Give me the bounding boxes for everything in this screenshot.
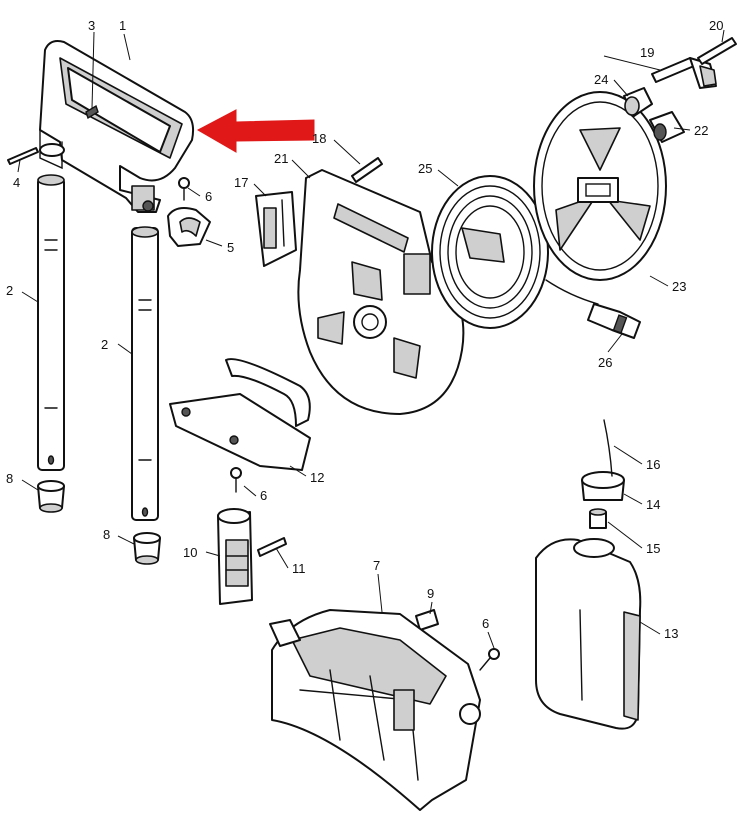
highlight-arrow bbox=[196, 109, 315, 153]
part-handle[interactable] bbox=[39, 40, 195, 213]
callout-11: 11 bbox=[292, 561, 306, 576]
callout-8-right: 8 bbox=[103, 527, 110, 542]
part-valve-15[interactable] bbox=[589, 508, 607, 529]
callout-2-left: 2 bbox=[6, 283, 13, 298]
part-tray-12[interactable] bbox=[169, 358, 311, 471]
part-reel-drum-23[interactable] bbox=[533, 91, 667, 281]
callout-6-middle: 6 bbox=[260, 488, 267, 503]
part-tube-right[interactable] bbox=[131, 226, 159, 521]
part-cap-14[interactable] bbox=[581, 471, 625, 501]
callout-12: 12 bbox=[310, 470, 324, 485]
callout-17: 17 bbox=[234, 175, 248, 190]
part-cap-right[interactable] bbox=[133, 532, 161, 565]
callout-3: 3 bbox=[88, 18, 95, 33]
callout-15: 15 bbox=[646, 541, 660, 556]
callout-22: 22 bbox=[694, 123, 708, 138]
callout-18: 18 bbox=[312, 131, 326, 146]
part-screw-6a[interactable] bbox=[178, 177, 190, 201]
part-screw-6b[interactable] bbox=[230, 467, 242, 493]
part-holder-10[interactable] bbox=[217, 508, 253, 605]
part-screw-11[interactable] bbox=[257, 537, 287, 557]
part-tank-13[interactable] bbox=[535, 538, 642, 730]
callout-9: 9 bbox=[427, 586, 434, 601]
part-crank-19[interactable] bbox=[651, 57, 717, 89]
callout-20: 20 bbox=[709, 18, 723, 33]
callout-25: 25 bbox=[418, 161, 432, 176]
callout-16: 16 bbox=[646, 457, 660, 472]
callout-1: 1 bbox=[119, 18, 126, 33]
callout-14: 14 bbox=[646, 497, 660, 512]
part-bracket-17[interactable] bbox=[255, 191, 297, 267]
callout-19: 19 bbox=[640, 45, 654, 60]
part-fitting-22[interactable] bbox=[649, 111, 685, 143]
callout-7: 7 bbox=[373, 558, 380, 573]
callout-4: 4 bbox=[13, 175, 20, 190]
callout-5: 5 bbox=[227, 240, 234, 255]
callout-24: 24 bbox=[594, 72, 608, 87]
leader-lines bbox=[17, 29, 725, 649]
part-hose-reel-25[interactable] bbox=[431, 175, 599, 329]
part-cap-left[interactable] bbox=[37, 480, 65, 513]
callout-2-right: 2 bbox=[101, 337, 108, 352]
callout-6-top: 6 bbox=[205, 189, 212, 204]
part-fitting-24[interactable] bbox=[623, 87, 653, 117]
callout-6-bottom: 6 bbox=[482, 616, 489, 631]
part-tube-16[interactable] bbox=[603, 419, 613, 477]
part-tube-left[interactable] bbox=[37, 174, 65, 471]
callout-10: 10 bbox=[183, 545, 197, 560]
part-screw-3[interactable] bbox=[85, 104, 99, 120]
part-screw-18[interactable] bbox=[351, 157, 383, 183]
part-screw-20[interactable] bbox=[697, 37, 737, 65]
callout-8-left: 8 bbox=[6, 471, 13, 486]
callout-21: 21 bbox=[274, 151, 288, 166]
part-clip-9[interactable] bbox=[415, 609, 439, 631]
callout-26: 26 bbox=[598, 355, 612, 370]
callout-23: 23 bbox=[672, 279, 686, 294]
callout-labels: 1 2 2 3 4 5 6 6 6 7 8 8 9 10 11 12 13 14… bbox=[6, 18, 723, 641]
part-coupling-26[interactable] bbox=[587, 303, 641, 339]
part-clip-5[interactable] bbox=[167, 207, 211, 247]
callout-13: 13 bbox=[664, 626, 678, 641]
part-base-frame-7[interactable] bbox=[269, 609, 481, 811]
part-reel-housing-21[interactable] bbox=[297, 169, 465, 415]
part-pin-4[interactable] bbox=[7, 147, 39, 165]
part-screw-6c[interactable] bbox=[479, 648, 500, 671]
